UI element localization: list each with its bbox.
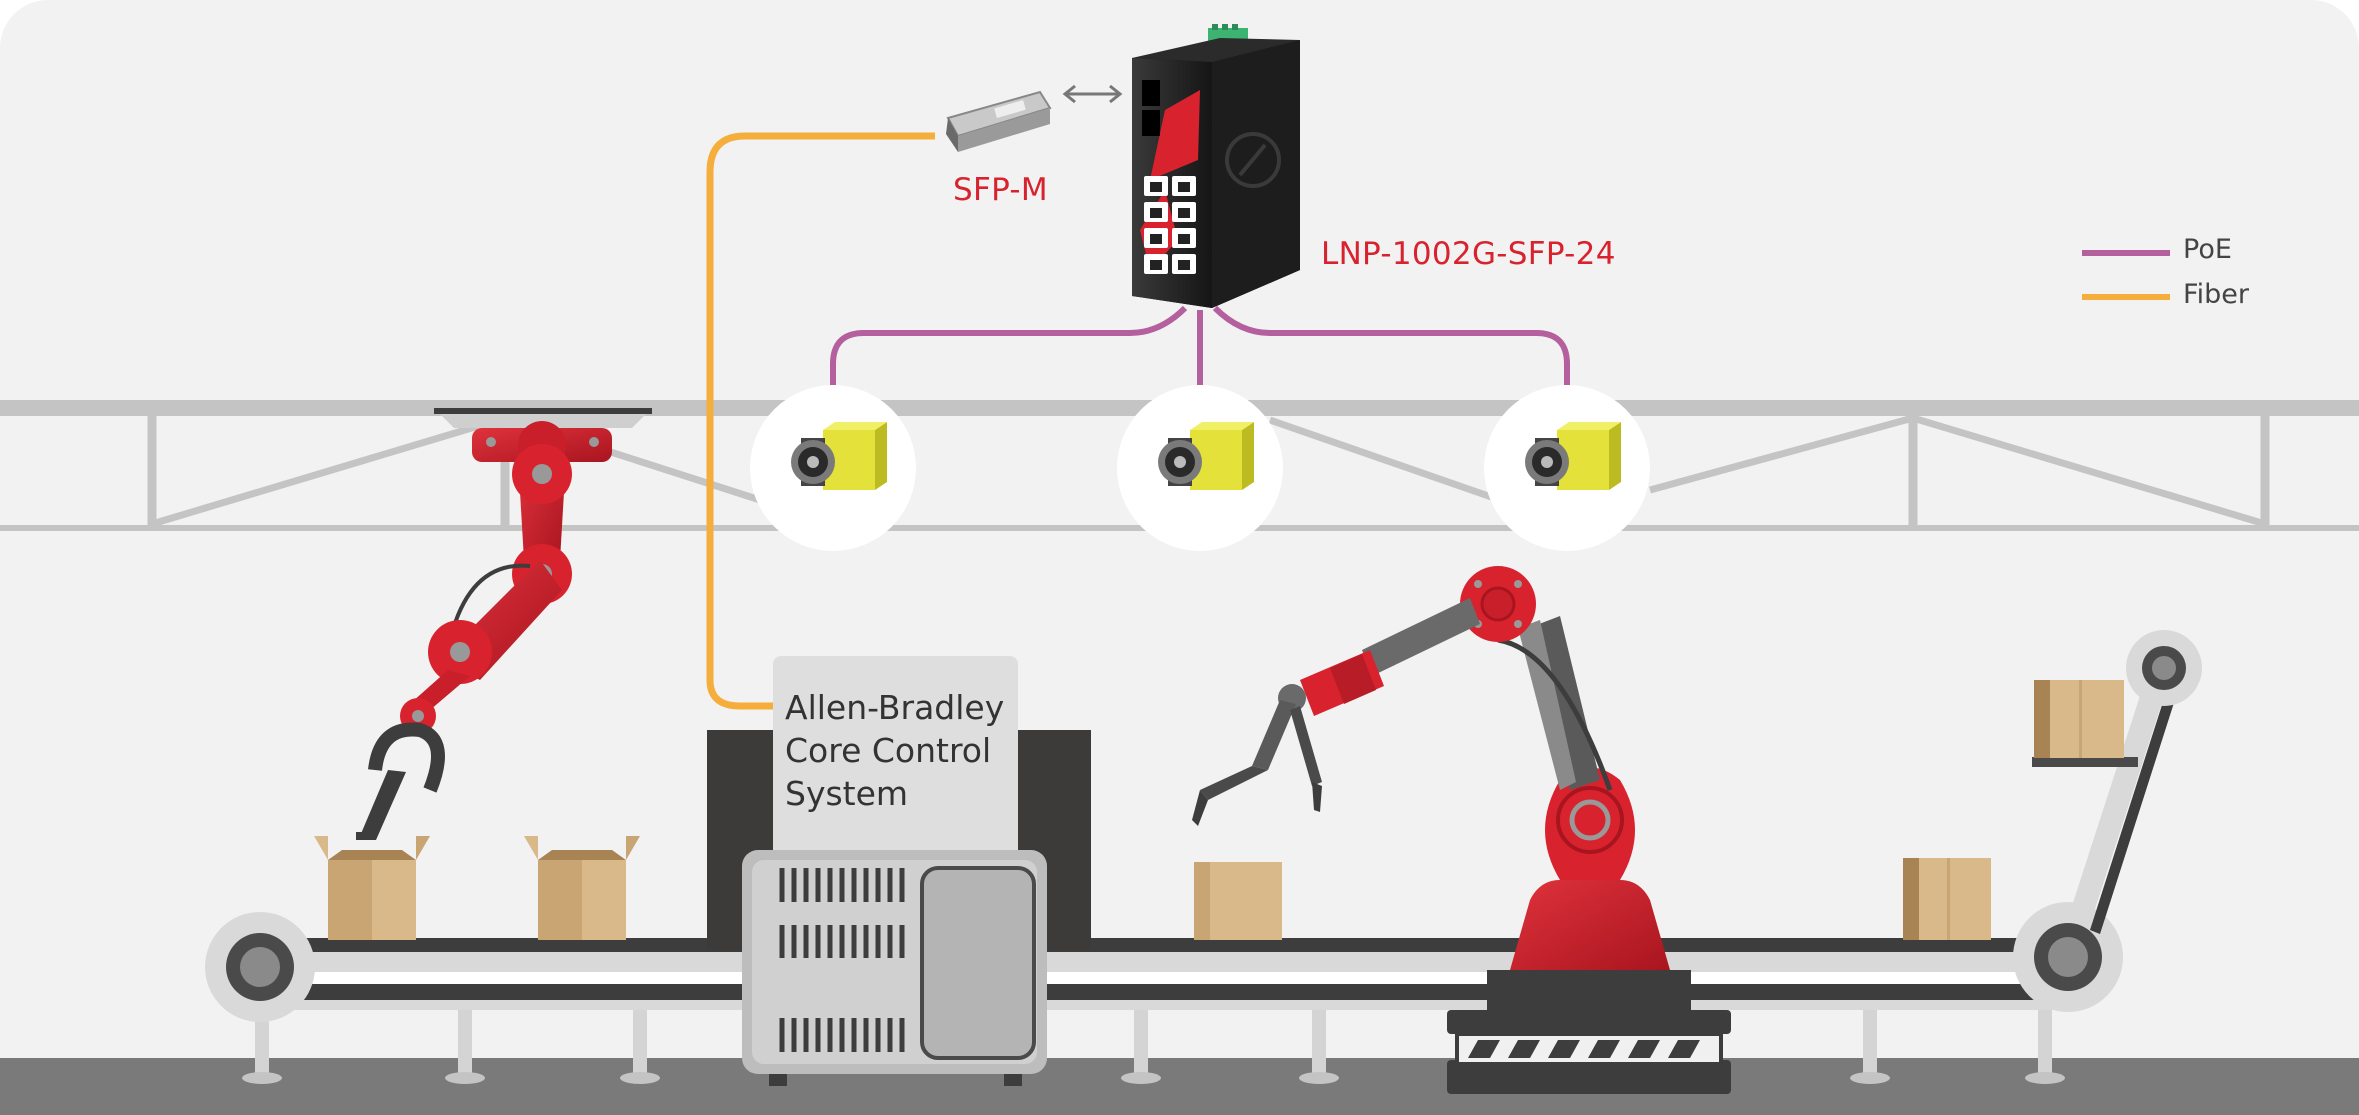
floor bbox=[0, 1058, 2359, 1115]
legend-poe-label: PoE bbox=[2183, 234, 2232, 265]
overhead-gantry bbox=[0, 400, 2359, 531]
sfp-module bbox=[946, 84, 1123, 152]
camera-1 bbox=[750, 385, 916, 551]
fiber-cable bbox=[706, 132, 935, 710]
box-open-1 bbox=[314, 836, 430, 940]
box-closed-2 bbox=[1903, 858, 1991, 940]
camera-2 bbox=[1117, 385, 1283, 551]
sfp-module-label: SFP-M bbox=[953, 172, 1048, 208]
box-open-2 bbox=[524, 836, 640, 940]
camera-3 bbox=[1484, 385, 1650, 551]
control-system bbox=[707, 656, 1091, 1086]
legend-fiber-label: Fiber bbox=[2183, 279, 2249, 310]
floor-robot-arm bbox=[1192, 566, 1731, 1094]
ceiling-robot-arm bbox=[356, 408, 652, 840]
switch-model-label: LNP-1002G-SFP-24 bbox=[1321, 236, 1616, 272]
poe-cables bbox=[830, 305, 1570, 385]
control-system-label: Allen-Bradley Core Control System bbox=[785, 688, 1005, 813]
box-closed-1 bbox=[1194, 862, 1282, 940]
box-closed-3 bbox=[2034, 680, 2124, 758]
industrial-switch bbox=[1132, 24, 1300, 308]
legend bbox=[2082, 250, 2170, 300]
